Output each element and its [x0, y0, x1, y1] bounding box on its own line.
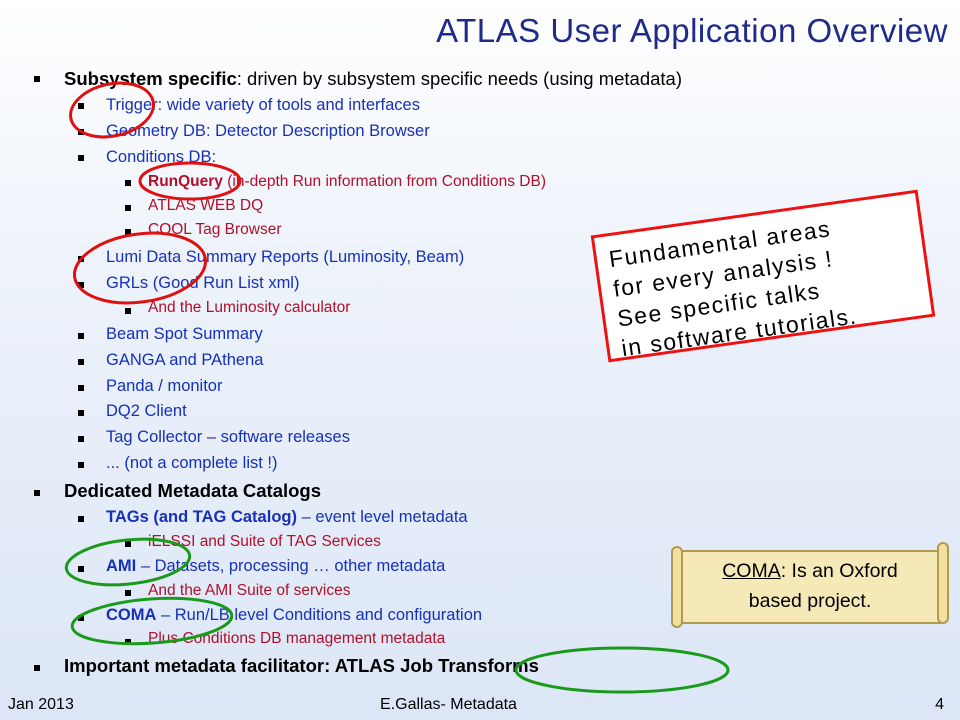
bullet-marker — [78, 516, 84, 522]
item-catalogs: Dedicated Metadata Catalogs — [64, 480, 322, 501]
item-dq2: DQ2 Client — [106, 402, 187, 420]
item-trigger: Trigger: wide variety of tools and inter… — [106, 96, 420, 114]
green-ellipse-transforms — [514, 646, 730, 694]
item-subsystem-rest: : driven by subsystem specific needs (us… — [236, 68, 682, 89]
bullet-marker — [125, 541, 131, 547]
item-grls: GRLs (Good Run List xml) — [106, 274, 300, 292]
red-ellipse-trigger — [69, 81, 155, 139]
bullet-marker — [78, 103, 84, 109]
item-runquery: RunQuery (in-depth Run information from … — [148, 173, 546, 191]
bullet-marker — [78, 359, 84, 365]
green-ellipse-coma — [70, 596, 234, 646]
scroll-text: COMA: Is an Oxford based project. — [681, 556, 939, 616]
item-ami-bold: AMI — [106, 557, 137, 575]
item-coma-bold: COMA — [106, 606, 157, 624]
item-important: Important metadata facilitator: ATLAS Jo… — [64, 655, 539, 676]
item-lumicalc: And the Luminosity calculator — [148, 299, 351, 316]
green-ellipse-ami — [64, 537, 192, 587]
item-notcomplete: ... (not a complete list !) — [106, 454, 278, 472]
bullet-marker — [78, 410, 84, 416]
bullet-marker — [125, 205, 131, 211]
item-webdq: ATLAS WEB DQ — [148, 197, 264, 214]
scroll-note-bold: COMA — [722, 560, 781, 582]
bullet-marker — [78, 566, 84, 572]
bullet-marker — [34, 665, 40, 671]
item-tags: TAGs (and TAG Catalog) – event level met… — [106, 508, 468, 527]
bullet-marker — [125, 180, 131, 186]
bullet-marker — [78, 282, 84, 288]
red-ellipse-lumi-grls — [72, 231, 208, 305]
item-ielssi: iELSSI and Suite of TAG Services — [148, 533, 381, 550]
bullet-marker — [78, 615, 84, 621]
item-runquery-bold: RunQuery — [148, 173, 223, 190]
scroll-curl-left — [671, 546, 683, 628]
item-coma-rest: – Run/LB level Conditions and configurat… — [156, 606, 483, 624]
item-conditions: Conditions DB: — [106, 148, 217, 166]
item-cool: COOL Tag Browser — [148, 221, 282, 238]
scroll-note: COMA: Is an Oxford based project. — [669, 542, 951, 628]
footer-author: E.Gallas- Metadata — [380, 696, 517, 713]
bullet-marker — [34, 490, 40, 496]
item-coma: COMA – Run/LB level Conditions and confi… — [106, 606, 482, 625]
item-runquery-rest: (in-depth Run information from Condition… — [222, 173, 546, 190]
bullet-marker — [125, 590, 131, 596]
item-tagcollector: Tag Collector – software releases — [106, 428, 350, 446]
bullet-marker — [78, 333, 84, 339]
item-tags-rest: – event level metadata — [296, 508, 468, 526]
item-beamspot: Beam Spot Summary — [106, 325, 263, 343]
item-panda: Panda / monitor — [106, 377, 223, 395]
item-geometry: Geometry DB: Detector Description Browse… — [106, 122, 430, 140]
bullet-marker — [78, 155, 84, 161]
item-ami: AMI – Datasets, processing … other metad… — [106, 557, 445, 576]
bullet-marker — [78, 436, 84, 442]
item-lumi: Lumi Data Summary Reports (Luminosity, B… — [106, 248, 465, 266]
slide-title: ATLAS User Application Overview — [436, 12, 948, 49]
bullet-marker — [125, 639, 131, 645]
bullet-marker — [34, 76, 40, 82]
bullet-marker — [125, 229, 131, 235]
scroll-note-rest: : Is an Oxford — [780, 560, 898, 582]
footer-date: Jan 2013 — [8, 696, 74, 713]
bullet-marker — [125, 308, 131, 314]
item-ganga: GANGA and PAthena — [106, 351, 264, 369]
item-ami-rest: – Datasets, processing … other metadata — [136, 557, 446, 575]
item-amisuite: And the AMI Suite of services — [148, 582, 351, 599]
scroll-note-line2: based project. — [748, 590, 872, 612]
scroll-curl-right — [937, 542, 949, 624]
scroll-body — [679, 550, 941, 624]
bullet-marker — [78, 385, 84, 391]
item-tags-bold: TAGs (and TAG Catalog) — [106, 508, 297, 526]
footer-page-number: 4 — [935, 696, 944, 713]
red-ellipse-runquery — [138, 161, 242, 201]
item-comaplus: Plus Conditions DB management metadata — [148, 630, 446, 647]
bullet-marker — [78, 462, 84, 468]
